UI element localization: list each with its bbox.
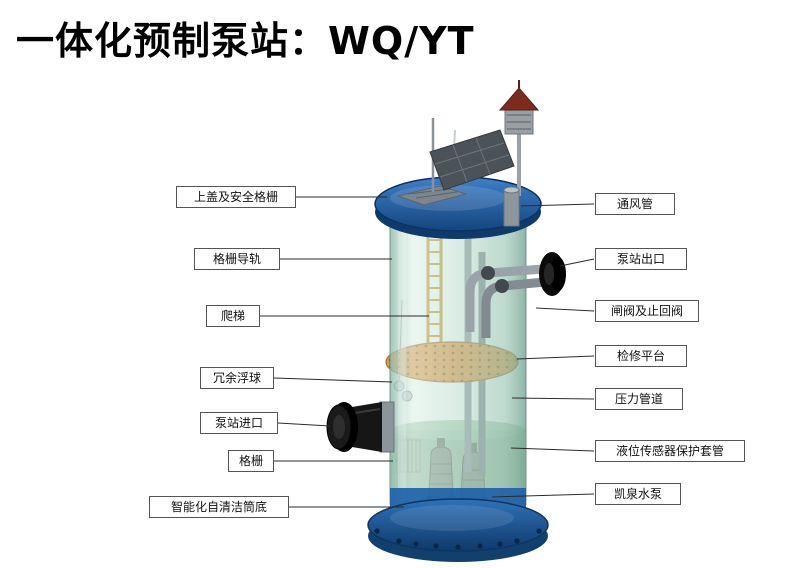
tank-shell (389, 207, 527, 510)
callout-grille-guide-rail: 格栅导轨 (194, 248, 280, 270)
callout-kaiquan-pump: 凯泉水泵 (595, 483, 681, 505)
inlet-assembly (326, 401, 395, 453)
lid-hatch (396, 185, 468, 206)
outlet-pipes (465, 264, 546, 338)
solar-panel (429, 129, 515, 191)
callout-vent-pipe: 通风管 (595, 193, 675, 215)
flange-bolts (374, 528, 542, 550)
outlet-flange (539, 252, 566, 296)
callout-gate-check-valve: 闸阀及止回阀 (595, 300, 699, 322)
callout-service-platform: 检修平台 (595, 345, 687, 367)
base-flange (367, 488, 549, 562)
callout-pump-outlet: 泵站出口 (595, 248, 687, 270)
callout-redundant-float: 冗余浮球 (200, 367, 274, 389)
callout-pressure-pipe: 压力管道 (595, 388, 683, 410)
callout-level-sensor-sleeve: 液位传感器保护套管 (595, 440, 745, 462)
leader-lines (260, 196, 595, 508)
callout-grille: 格栅 (228, 450, 274, 472)
callout-self-cleaning-bottom: 智能化自清洁筒底 (149, 496, 289, 518)
callout-ladder: 爬梯 (206, 305, 260, 327)
vent-pipe (503, 186, 520, 227)
callout-pump-inlet: 泵站进口 (200, 412, 278, 434)
callout-top-cover-safety-grille: 上盖及安全格栅 (176, 186, 296, 208)
vent-house (498, 80, 540, 196)
page-title: 一体化预制泵站：WQ/YT (16, 19, 475, 63)
